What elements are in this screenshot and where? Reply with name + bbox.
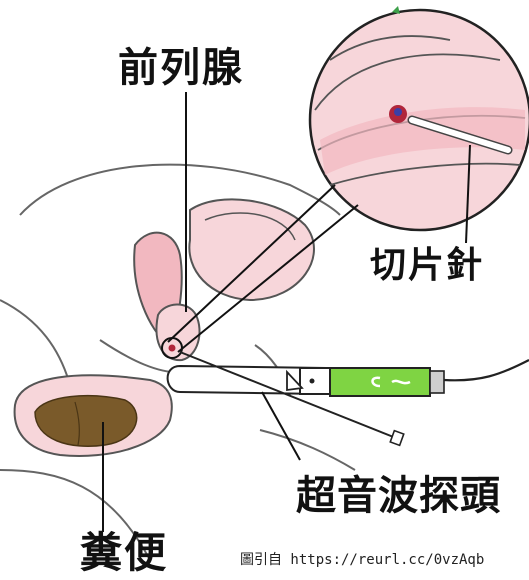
biopsy-needle-cap [390, 431, 404, 446]
probe-connector [430, 371, 444, 393]
label-ultrasound-probe: 超音波探頭 [296, 476, 501, 516]
probe-cable [444, 360, 529, 380]
body-outline-lower [0, 300, 70, 385]
label-prostate: 前列腺 [118, 48, 244, 88]
body-outline-upper [20, 165, 340, 215]
leader-probe [262, 392, 300, 460]
prostate-lesion-dot [169, 345, 176, 352]
probe-body [300, 368, 330, 394]
body-outline-right [260, 430, 355, 470]
image-credit: 圖引自 https://reurl.cc/0vzAqb [240, 549, 484, 569]
probe-tip-window [310, 379, 315, 384]
label-biopsy-needle: 切片針 [370, 248, 484, 284]
magnified-lesion-core [394, 108, 402, 116]
label-feces: 糞便 [80, 532, 168, 574]
bladder [189, 199, 314, 300]
probe-handle [330, 368, 430, 396]
